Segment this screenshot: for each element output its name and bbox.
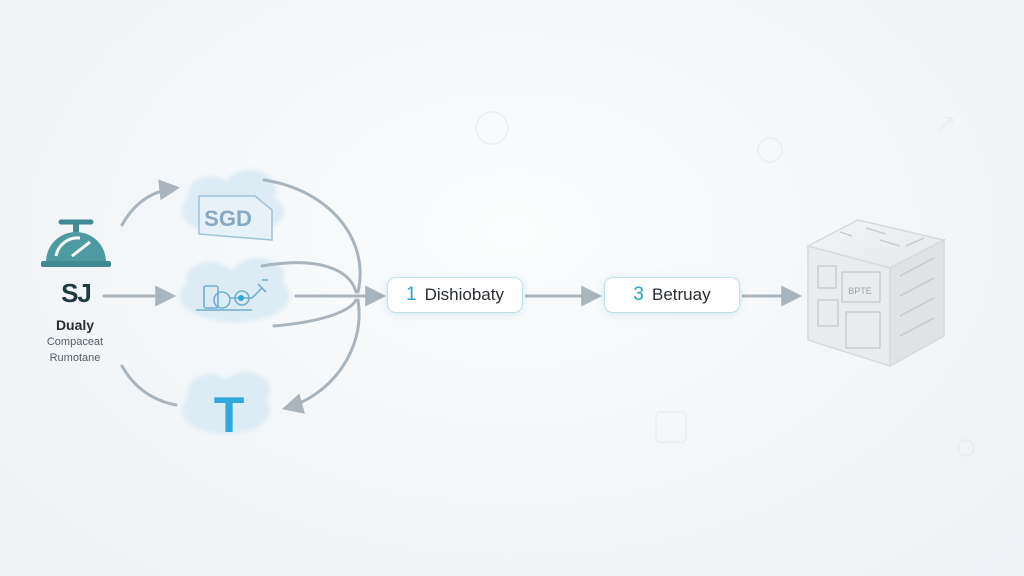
source-subtitle-line2: Rumotane [49,352,101,364]
cloud-t: T [182,372,270,443]
step-1-number: 1 [406,284,417,305]
service-bell-icon [41,219,111,267]
cube-label: BPTE [848,286,872,296]
converging-arcs [260,178,387,414]
step-3-number: 3 [633,284,644,305]
cloud-sgd: SGD [182,170,284,241]
step-1-box: 1 Dishiobaty [388,278,522,312]
branch-arrows [102,179,181,407]
step-3-label: Betruay [651,285,711,304]
isometric-cube-icon: BPTE [805,219,947,368]
cloud-sgd-label: SGD [204,206,252,231]
cloud-t-label: T [214,387,245,443]
step-1-label: Dishiobaty [424,285,504,304]
background-decorations [475,111,975,457]
source-logo-text: SJ [61,278,92,308]
source-title: Dualy [55,317,95,333]
step-3-box: 3 Betruay [605,278,739,312]
source-subtitle-line1: Compaceat [46,336,104,348]
cloud-machine-icon [180,258,290,322]
